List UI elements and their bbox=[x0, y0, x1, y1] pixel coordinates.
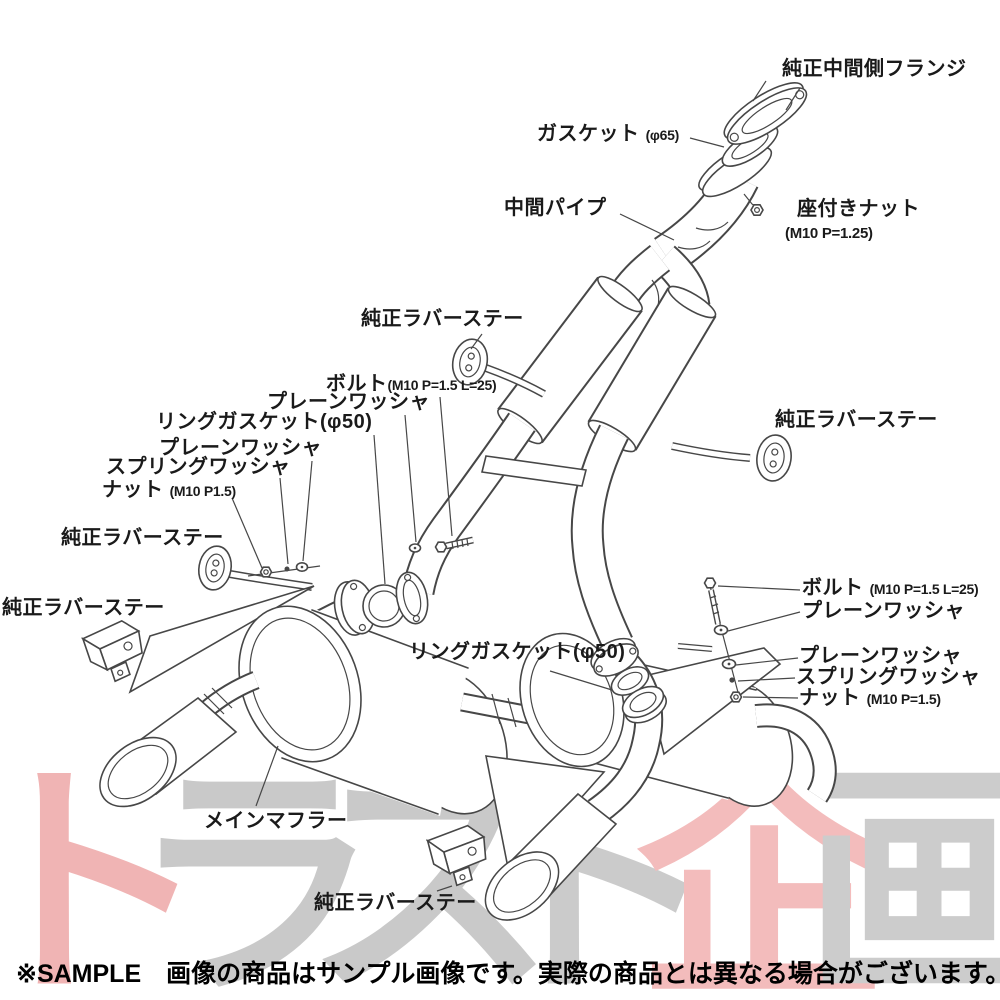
spring-washer bbox=[284, 566, 290, 572]
cross-brace bbox=[481, 455, 587, 487]
label-bolt-left: ボルト(M10 P=1.5 L=25) bbox=[326, 373, 497, 395]
resonator-cap bbox=[667, 285, 717, 319]
label-rubber-stay: 純正ラバーステー bbox=[775, 409, 938, 431]
mid-pipe-rear-branch bbox=[570, 245, 717, 652]
bolt-head bbox=[434, 541, 448, 553]
rubber-stay-ring bbox=[451, 338, 489, 386]
hanger-rods bbox=[229, 364, 751, 591]
rubber-stay-ring bbox=[756, 434, 792, 482]
bolt-head bbox=[703, 577, 717, 589]
seat-nut bbox=[750, 204, 764, 216]
rubber-stay-bracket bbox=[81, 619, 143, 683]
right-flange-joint bbox=[590, 637, 667, 724]
label-ring-gasket-50: リングガスケット(φ50) bbox=[409, 641, 626, 663]
pipe-end-flange bbox=[395, 571, 429, 625]
label-rubber-stay: 純正ラバーステー bbox=[2, 597, 165, 619]
label-rubber-stay: 純正ラバーステー bbox=[314, 892, 477, 914]
top-flange-stack bbox=[698, 82, 808, 216]
label-gasket-65: ガスケット (φ65) bbox=[537, 123, 679, 145]
sample-notice: ※SAMPLE 画像の商品はサンプル画像です。実際の商品とは異なる場合がございま… bbox=[16, 960, 1000, 988]
label-nut-right: ナット (M10 P=1.5) bbox=[799, 687, 941, 709]
rubber-stay-bracket bbox=[425, 824, 487, 887]
left-barrel-face bbox=[238, 605, 362, 763]
exhaust-tip-left bbox=[99, 671, 260, 808]
pipe-crotch-seam bbox=[651, 279, 660, 307]
watermark-char: ラ bbox=[128, 736, 381, 1000]
label-plain-washer: プレーンワッシャ bbox=[267, 391, 430, 413]
oem-flange bbox=[723, 82, 808, 145]
exhaust-tip-bottom bbox=[484, 792, 618, 921]
leader-lines bbox=[231, 80, 801, 892]
label-plain-washer: プレーンワッシャ bbox=[802, 600, 965, 622]
label-bolt-right: ボルト (M10 P=1.5 L=25) bbox=[802, 577, 979, 599]
label-plain-washer: プレーンワッシャ bbox=[799, 645, 962, 667]
label-plain-washer: プレーンワッシャ bbox=[159, 437, 322, 459]
mid-pipe-front-branch bbox=[401, 244, 671, 596]
pipe-end-flange bbox=[590, 637, 639, 677]
label-seat-nut: 座付きナット bbox=[797, 198, 920, 220]
watermark-char: 画 bbox=[803, 736, 1000, 1000]
label-rubber-stay: 純正ラバーステー bbox=[361, 308, 524, 330]
nut bbox=[729, 691, 743, 703]
label-ring-gasket-50: リングガスケット(φ50) bbox=[156, 411, 373, 433]
hardware-right bbox=[677, 577, 743, 703]
rubber-stay-ring bbox=[197, 545, 233, 591]
left-flange-joint bbox=[333, 571, 429, 636]
label-seat-nut-spec: (M10 P=1.25) bbox=[785, 225, 873, 242]
rear-tail-pipe bbox=[754, 703, 837, 803]
label-oem-mid-flange: 純正中間側フランジ bbox=[782, 58, 967, 80]
spring-washer bbox=[729, 677, 735, 683]
hardware-left bbox=[247, 536, 474, 578]
resonator-cap bbox=[597, 275, 643, 313]
label-spring-washer: スプリングワッシャ bbox=[796, 666, 981, 688]
label-rubber-stay: 純正ラバーステー bbox=[61, 527, 224, 549]
label-nut-left: ナット (M10 P1.5) bbox=[102, 479, 236, 501]
label-spring-washer: スプリングワッシャ bbox=[106, 456, 291, 478]
nut bbox=[259, 566, 273, 578]
label-mid-pipe: 中間パイプ bbox=[504, 197, 607, 219]
muffler-inlet-flange bbox=[621, 685, 667, 724]
label-main-muffler: メインマフラー bbox=[204, 810, 348, 832]
